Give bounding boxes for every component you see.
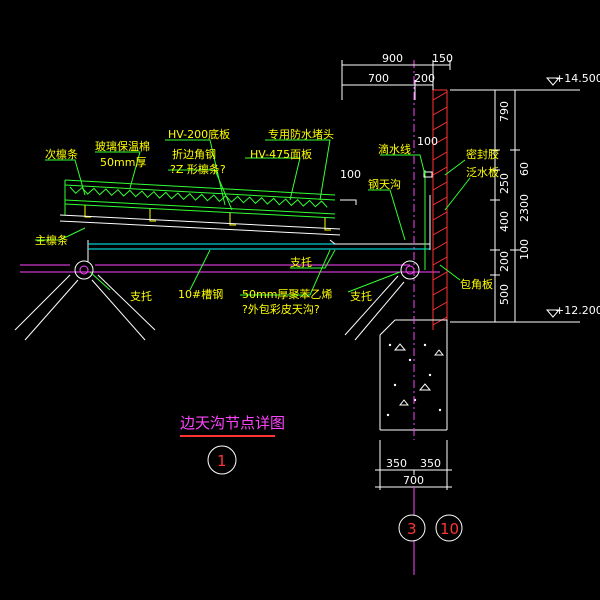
bottom-dims	[375, 440, 452, 575]
right-support-node	[344, 260, 420, 341]
channel-beam	[88, 243, 430, 250]
label-waterproof-plug: 专用防水堵头	[268, 127, 334, 141]
label-channel-10: 10#槽钢	[178, 288, 223, 301]
dim-200-right: 200	[498, 251, 511, 272]
label-drip-line: 滴水线	[378, 142, 411, 156]
label-steel-gutter: 钢天沟	[368, 178, 401, 191]
dim-100-right: 100	[518, 239, 531, 260]
z-purlins	[84, 205, 331, 231]
dim-250: 250	[498, 173, 511, 194]
dim-790: 790	[498, 101, 511, 122]
level-top: +14.500	[555, 72, 600, 85]
dim-700-bottom: 700	[403, 474, 424, 487]
axis-label-10: 10	[440, 520, 459, 538]
label-z-purlin: ?Z 形檩条?	[170, 162, 226, 176]
leader-lines	[35, 139, 471, 296]
dim-700-top: 700	[368, 72, 389, 85]
label-corner-plate: 包角板	[460, 277, 493, 291]
label-glass-wool: 玻璃保温棉	[95, 139, 150, 153]
detail-number: 1	[217, 452, 227, 470]
label-bracket-right: 支托	[350, 289, 372, 303]
label-100-a: 100	[340, 168, 361, 181]
steel-gutter	[329, 195, 431, 250]
dim-900: 900	[382, 52, 403, 65]
dim-200-top: 200	[414, 72, 435, 85]
label-main-purlin: 主檩条	[35, 233, 68, 247]
label-outer-gutter: ?外包彩皮天沟?	[242, 303, 320, 316]
left-support-node	[14, 260, 156, 341]
drawing-title: 边天沟节点详图	[180, 414, 285, 432]
detail-bubble	[207, 445, 237, 475]
axis-label-3: 3	[407, 520, 417, 538]
dim-60: 60	[518, 162, 531, 176]
dim-350-left: 350	[386, 457, 407, 470]
label-flashing: 泛水板	[466, 165, 499, 179]
dim-500: 500	[498, 284, 511, 305]
label-sealant: 密封胶	[466, 147, 499, 161]
label-folded-angle: 折边角钢	[172, 147, 216, 161]
label-polystyrene: 50mm厚聚苯乙烯	[242, 287, 332, 301]
label-100-b: 100	[417, 135, 438, 148]
top-dims	[341, 60, 451, 100]
right-dims	[450, 77, 580, 323]
label-secondary-purlin: 次檩条	[45, 147, 78, 161]
label-hv475-panel: HV-475面板	[250, 147, 312, 161]
label-bracket-left: 支托	[130, 289, 152, 303]
dim-150: 150	[432, 52, 453, 65]
parapet-wall	[423, 89, 448, 330]
label-hv200-panel: HV-200底板	[168, 127, 230, 141]
label-bracket-mid: 支托	[290, 255, 312, 269]
main-rafter	[59, 214, 341, 262]
level-bottom: +12.200	[555, 304, 600, 317]
concrete-column	[379, 319, 448, 431]
dim-2300: 2300	[518, 194, 531, 222]
roof-panel	[64, 179, 336, 219]
dim-350-right: 350	[420, 457, 441, 470]
dim-400: 400	[498, 211, 511, 232]
label-50mm-thick: 50mm厚	[100, 156, 146, 169]
axis-bubbles	[398, 514, 463, 542]
